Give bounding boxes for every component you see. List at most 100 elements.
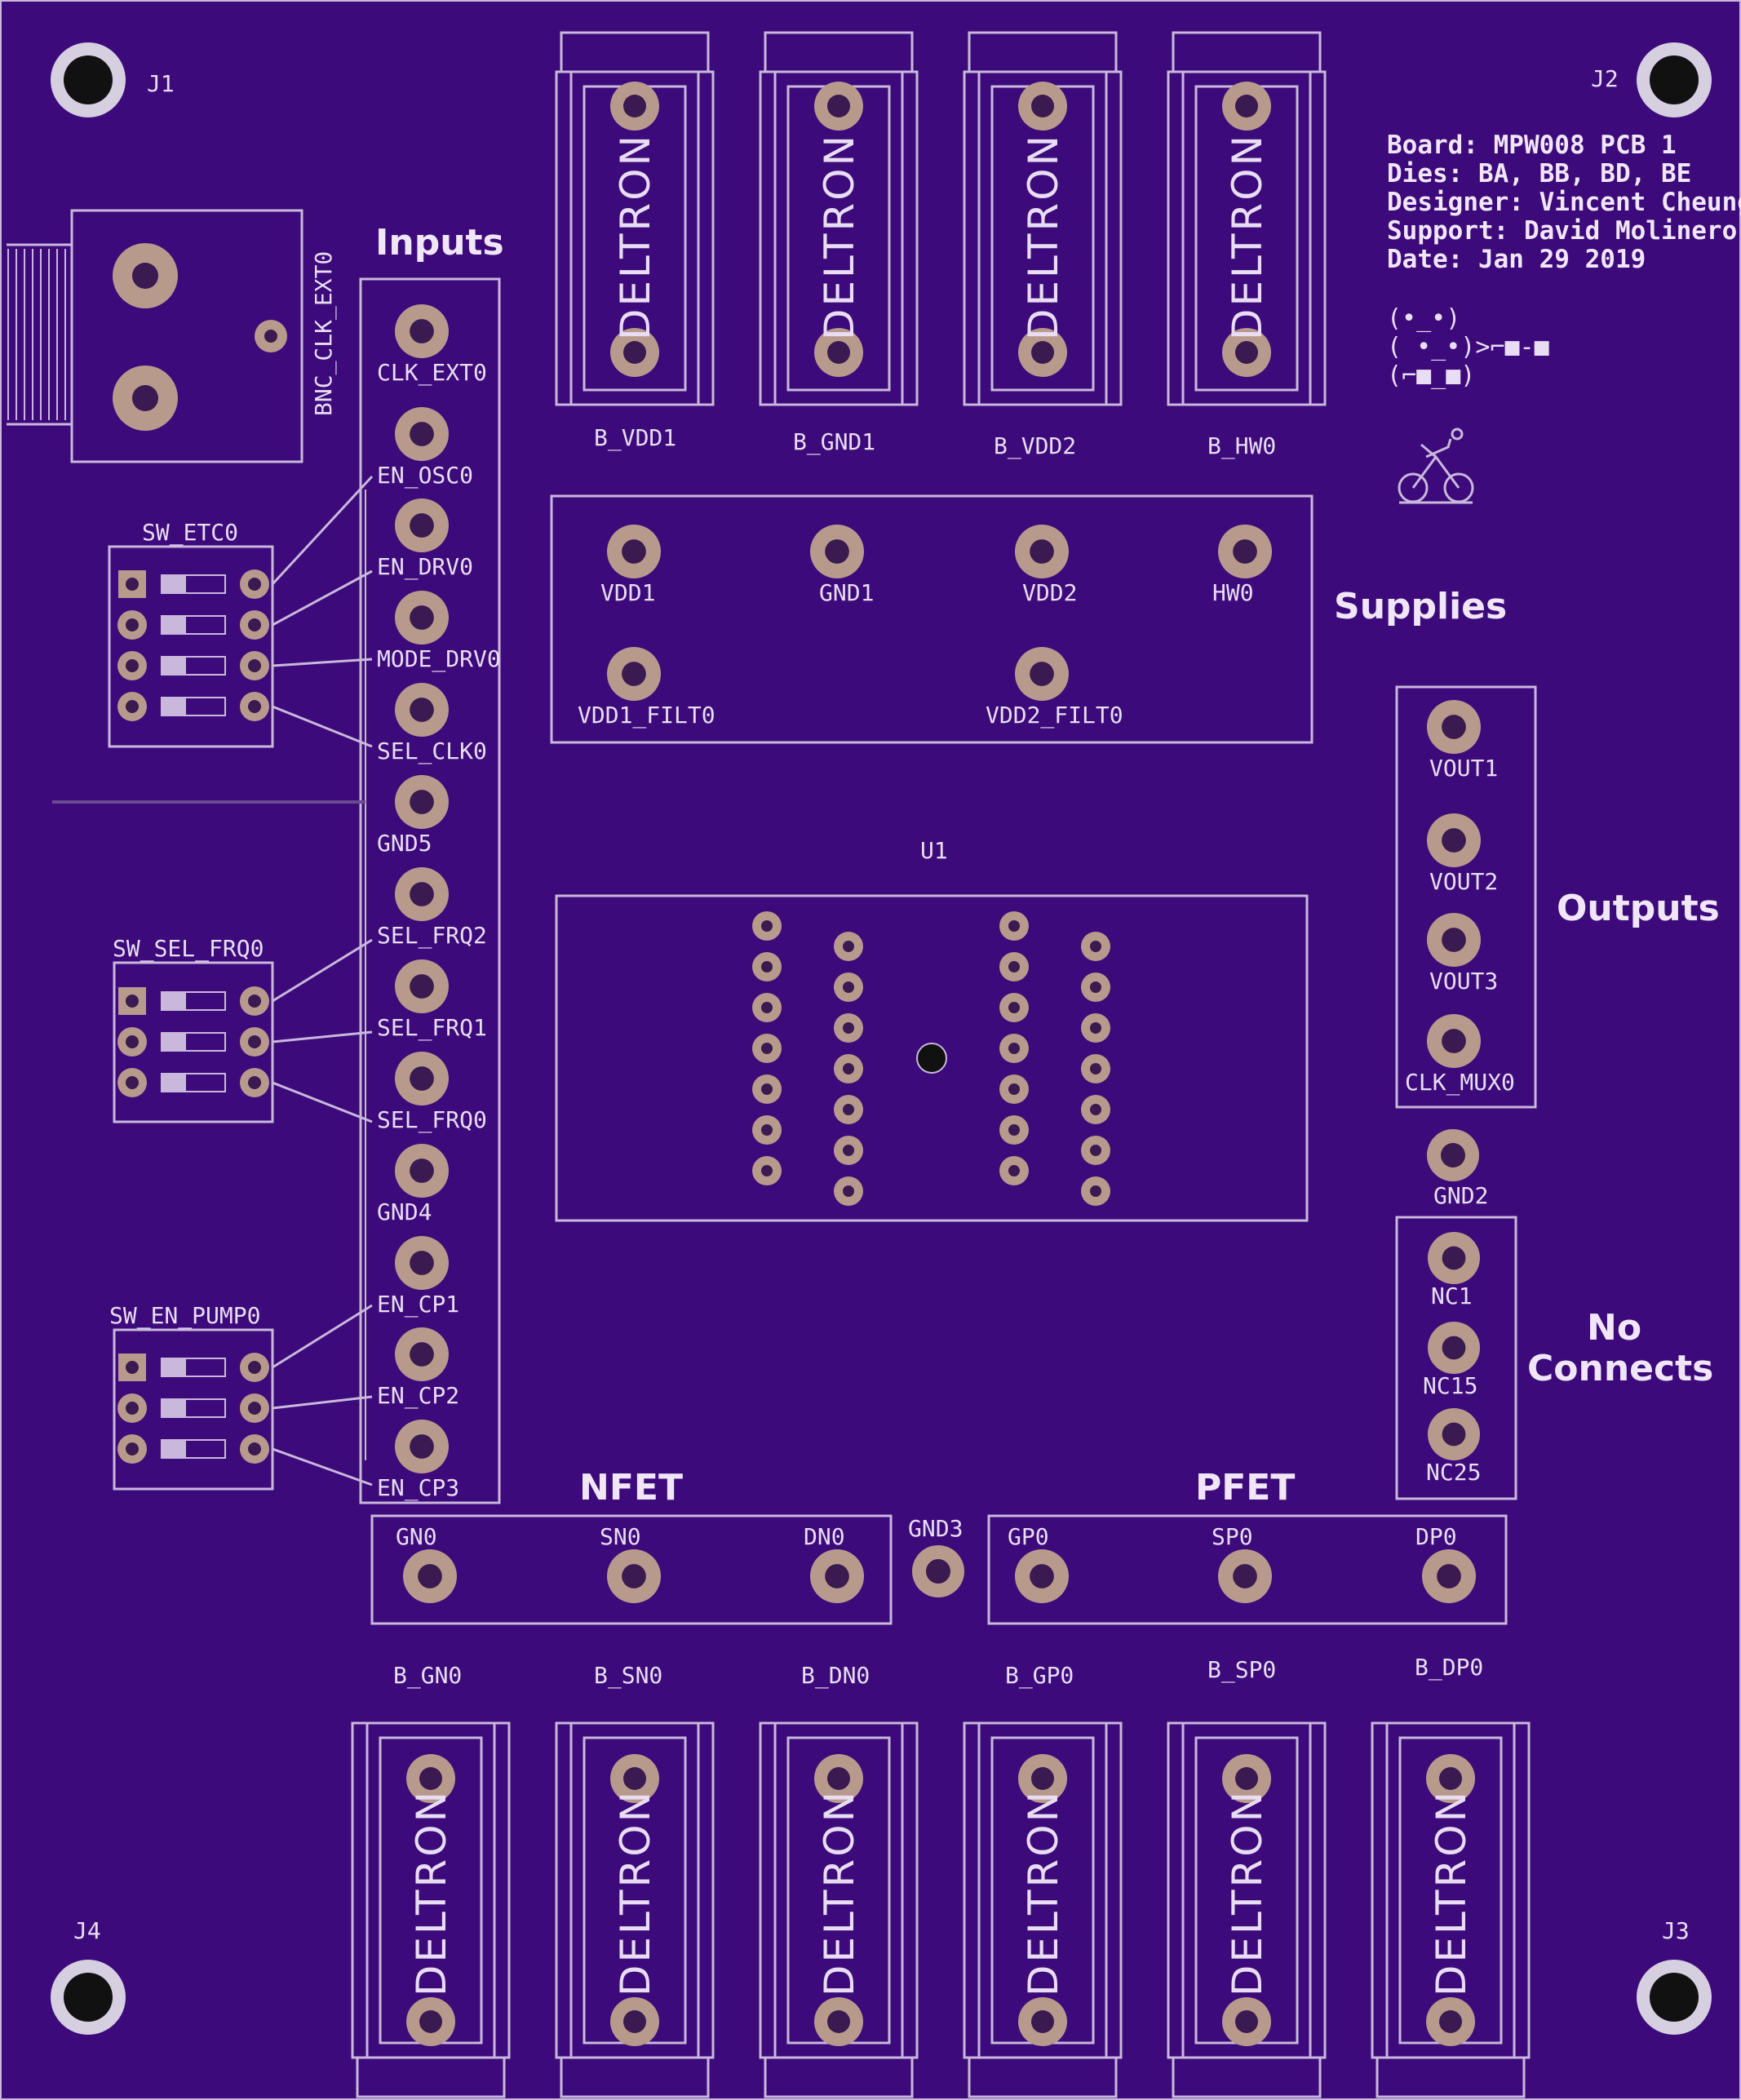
input-pin-en-cp3-label: EN_CP3 bbox=[377, 1474, 459, 1502]
u1-pin-7 bbox=[834, 932, 863, 961]
output-pin-clk-mux0-label: CLK_MUX0 bbox=[1405, 1069, 1515, 1097]
switch-sw-sel-frq0[interactable]: SW_SEL_FRQ0 bbox=[113, 935, 274, 1123]
input-pin-clk-ext0-label: CLK_EXT0 bbox=[377, 359, 487, 387]
test-point-gnd3[interactable]: GND3 bbox=[908, 1515, 964, 1597]
ascii-art-line-3: (⌐■_■) bbox=[1387, 361, 1475, 390]
u1-pin-2 bbox=[752, 993, 782, 1022]
banana-b-gnd1[interactable]: DELTRON B_GND1 bbox=[759, 31, 919, 456]
output-pin-vout3-label: VOUT3 bbox=[1429, 968, 1498, 995]
switch-position-2-2[interactable] bbox=[117, 1434, 269, 1464]
input-pin-sel-clk0-label: SEL_CLK0 bbox=[377, 738, 487, 765]
input-pin-sel-frq0[interactable]: SEL_FRQ0 bbox=[377, 1052, 487, 1134]
nc-pin-nc15-label: NC15 bbox=[1423, 1372, 1477, 1399]
section-title-no-connects-2: Connects bbox=[1527, 1348, 1713, 1389]
u1-pin-13 bbox=[834, 1176, 863, 1206]
switch-lead-9 bbox=[272, 1447, 373, 1486]
nc-pin-nc15[interactable]: NC15 bbox=[1423, 1322, 1480, 1399]
banana-b-gnd1-label: B_GND1 bbox=[793, 428, 875, 456]
u1-pin-19 bbox=[999, 1115, 1029, 1145]
outputs-box bbox=[1395, 685, 1537, 1109]
supply-pin-vdd1[interactable]: VDD1 bbox=[600, 525, 661, 606]
switch-position-0-2[interactable] bbox=[117, 651, 269, 680]
input-pin-sel-frq1-label: SEL_FRQ1 bbox=[377, 1014, 487, 1042]
section-title-no-connects-1: No bbox=[1587, 1307, 1641, 1349]
input-pin-sel-frq0-label: SEL_FRQ0 bbox=[377, 1106, 487, 1134]
input-pin-sel-frq2[interactable]: SEL_FRQ2 bbox=[377, 867, 487, 950]
u1-pin-15 bbox=[999, 952, 1029, 981]
input-pin-en-cp1-label: EN_CP1 bbox=[377, 1291, 459, 1318]
nc-pin-nc25[interactable]: NC25 bbox=[1426, 1408, 1481, 1486]
ascii-art-line-2: ( •_•)>⌐■-■ bbox=[1387, 333, 1549, 361]
u1-pin-18 bbox=[999, 1074, 1029, 1104]
u1-center-hole bbox=[916, 1043, 947, 1074]
banana-b-dn0-label: B_DN0 bbox=[801, 1662, 870, 1690]
nfet-pin-gn0[interactable]: GN0 bbox=[396, 1523, 457, 1603]
nfet-box bbox=[370, 1514, 893, 1625]
nfet-pin-sn0[interactable]: SN0 bbox=[600, 1523, 661, 1603]
input-pin-gnd5[interactable]: GND5 bbox=[377, 775, 449, 857]
banana-b-sn0-brand: DELTRON bbox=[612, 1789, 659, 1996]
banana-b-vdd2-label: B_VDD2 bbox=[994, 432, 1076, 460]
supply-pin-vdd1-filt0[interactable]: VDD1_FILT0 bbox=[578, 647, 715, 729]
switch-position-1-0[interactable] bbox=[118, 986, 269, 1016]
input-pin-sel-frq1[interactable]: SEL_FRQ1 bbox=[377, 959, 487, 1042]
u1-pin-14 bbox=[999, 911, 1029, 941]
input-pin-en-cp3[interactable]: EN_CP3 bbox=[377, 1420, 459, 1502]
switch-sw-en-pump0[interactable]: SW_EN_PUMP0 bbox=[109, 1302, 274, 1491]
supply-pin-vdd2-filt0[interactable]: VDD2_FILT0 bbox=[986, 647, 1123, 729]
switch-position-1-2[interactable] bbox=[117, 1068, 269, 1097]
switch-sw-etc0[interactable]: SW_ETC0 bbox=[108, 519, 274, 748]
supply-pin-vdd2[interactable]: VDD2 bbox=[1015, 525, 1077, 606]
input-pin-en-osc0[interactable]: EN_OSC0 bbox=[377, 407, 473, 490]
input-pin-sel-clk0[interactable]: SEL_CLK0 bbox=[377, 683, 487, 765]
pfet-pin-dp0[interactable]: DP0 bbox=[1415, 1523, 1476, 1603]
switch-lead-0 bbox=[271, 475, 374, 586]
section-title-inputs: Inputs bbox=[375, 222, 504, 264]
output-pin-vout2[interactable]: VOUT2 bbox=[1427, 813, 1498, 895]
input-pin-en-cp1[interactable]: EN_CP1 bbox=[377, 1236, 459, 1318]
output-pin-clk-mux0[interactable]: CLK_MUX0 bbox=[1405, 1014, 1515, 1097]
output-pin-vout3[interactable]: VOUT3 bbox=[1427, 913, 1498, 995]
input-pin-en-cp2[interactable]: EN_CP2 bbox=[377, 1327, 459, 1410]
u1-pin-27 bbox=[1081, 1176, 1110, 1206]
nfet-pin-gn0-label: GN0 bbox=[396, 1523, 437, 1550]
input-pin-mode-drv0[interactable]: MODE_DRV0 bbox=[377, 591, 501, 673]
u1-pin-group bbox=[752, 911, 1110, 1206]
switch-position-0-1[interactable] bbox=[117, 610, 269, 640]
nfet-pin-sn0-label: SN0 bbox=[600, 1523, 641, 1550]
test-point-gnd2[interactable]: GND2 bbox=[1427, 1129, 1488, 1209]
input-pin-gnd4[interactable]: GND4 bbox=[377, 1144, 449, 1225]
mount-hole-j4: J4 bbox=[51, 1917, 126, 2035]
supply-pin-hw0[interactable]: HW0 bbox=[1212, 525, 1272, 606]
switch-lead-8 bbox=[272, 1395, 373, 1410]
banana-b-dp0-brand: DELTRON bbox=[1428, 1789, 1475, 1996]
banana-b-hw0-label: B_HW0 bbox=[1207, 432, 1276, 460]
switch-position-1-1[interactable] bbox=[117, 1027, 269, 1057]
supply-pin-gnd1[interactable]: GND1 bbox=[810, 525, 874, 606]
nc-pin-nc1[interactable]: NC1 bbox=[1428, 1232, 1480, 1309]
switch-position-0-0[interactable] bbox=[118, 569, 269, 599]
nfet-pin-dn0[interactable]: DN0 bbox=[804, 1523, 864, 1603]
input-pin-en-drv0[interactable]: EN_DRV0 bbox=[377, 498, 473, 581]
switch-position-2-1[interactable] bbox=[117, 1393, 269, 1423]
mount-hole-j3: J3 bbox=[1637, 1917, 1712, 2035]
nc-pin-nc25-label: NC25 bbox=[1426, 1459, 1481, 1486]
banana-b-gnd1-brand: DELTRON bbox=[816, 133, 863, 340]
u1-pin-5 bbox=[752, 1115, 782, 1145]
pfet-pin-gp0[interactable]: GP0 bbox=[1008, 1523, 1069, 1603]
pfet-pin-sp0[interactable]: SP0 bbox=[1212, 1523, 1272, 1603]
switch-position-2-0[interactable] bbox=[118, 1353, 269, 1382]
output-pin-vout1[interactable]: VOUT1 bbox=[1427, 700, 1498, 782]
switch-position-0-3[interactable] bbox=[117, 692, 269, 721]
input-pin-clk-ext0[interactable]: CLK_EXT0 bbox=[377, 304, 487, 387]
